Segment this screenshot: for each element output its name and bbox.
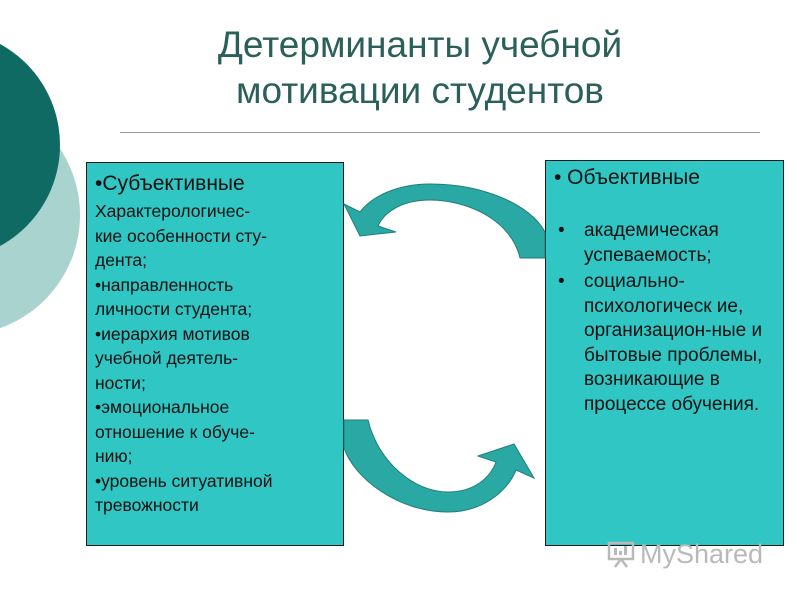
subjective-line: •уровень ситуативной: [95, 470, 273, 491]
subjective-line: •эмоциональное: [95, 397, 230, 417]
watermark-text: MyShared: [640, 538, 764, 569]
objective-item: социально-психологическ ие, организацион…: [554, 270, 777, 417]
subjective-text: Характерологичес- кие особенности сту- д…: [95, 199, 339, 518]
subjective-line: дента;: [95, 250, 148, 270]
subjective-line: ности;: [95, 372, 146, 393]
subjective-line: •направленность: [95, 274, 234, 295]
objective-item: академическая успеваемость;: [554, 219, 777, 268]
presentation-board-icon: [607, 541, 635, 568]
objective-box: • Объективные академическая успеваемость…: [545, 160, 784, 546]
subjective-line: личности студента;: [95, 299, 253, 319]
subjective-line: отношение к обуче-: [95, 421, 255, 442]
lower-curved-arrow: [343, 419, 536, 513]
subjective-line: •иерархия мотивов: [95, 323, 250, 344]
title-divider: [120, 132, 760, 133]
objective-list: академическая успеваемость; социально-пс…: [554, 219, 777, 417]
upper-curved-arrow: [342, 183, 546, 259]
decor-dark-circle: [0, 44, 60, 246]
watermark: MyShared: [606, 534, 776, 570]
subjective-heading: •Субъективные: [95, 172, 245, 195]
slide-title: Детерминанты учебной мотивации студентов: [150, 22, 690, 114]
slide-title-line-2: мотивации студентов: [236, 70, 604, 111]
subjective-line: учебной деятель-: [95, 348, 239, 368]
subjective-line: кие особенности сту-: [95, 225, 268, 246]
objective-heading: • Объективные: [554, 166, 700, 189]
subjective-line: тревожности: [95, 495, 199, 515]
subjective-box: •Субъективные Характерологичес- кие особ…: [86, 162, 344, 546]
subjective-line: Характерологичес-: [95, 201, 251, 221]
slide-title-line-1: Детерминанты учебной: [217, 24, 623, 65]
subjective-line: нию;: [95, 446, 133, 466]
